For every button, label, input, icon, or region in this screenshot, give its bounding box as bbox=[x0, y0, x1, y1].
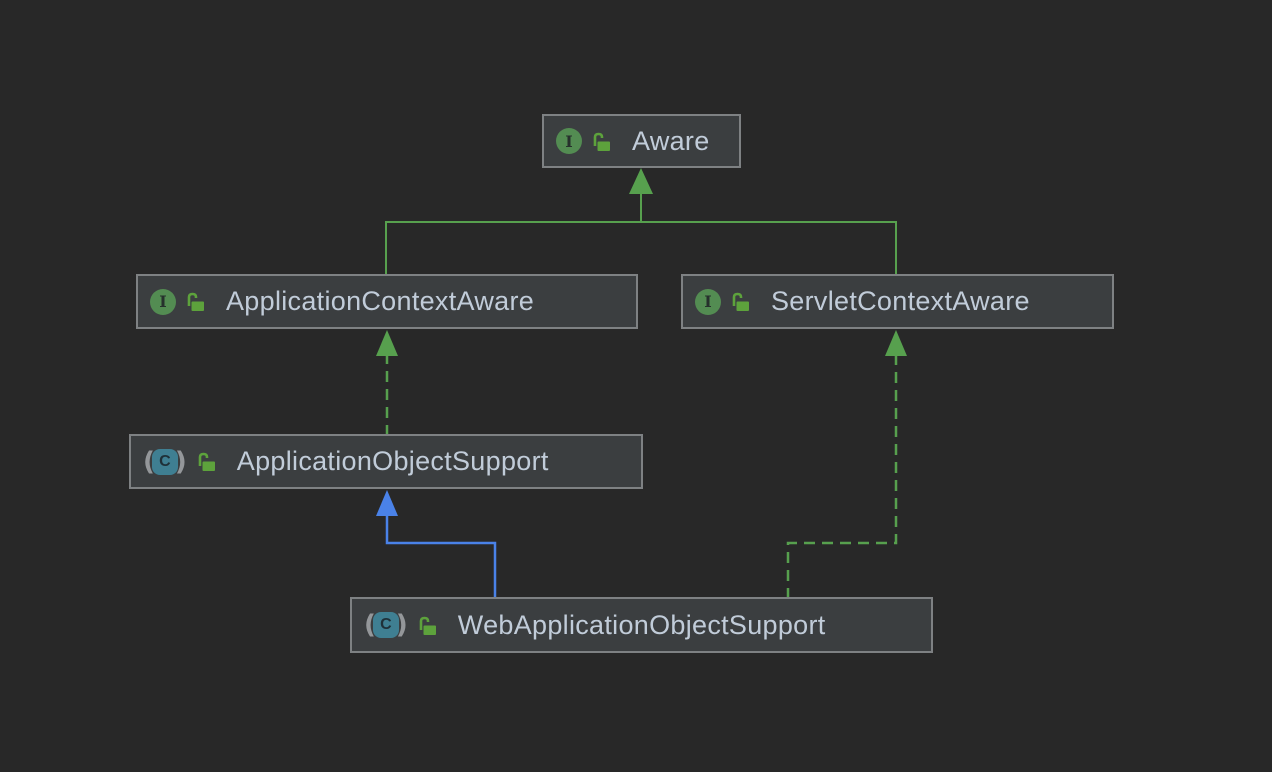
abstract-class-icon: ( C ) bbox=[364, 612, 408, 638]
public-unlock-icon bbox=[591, 131, 612, 152]
edge-extends-application-object-support bbox=[376, 490, 497, 599]
edge-implements-servlet-context-aware bbox=[786, 330, 907, 599]
interface-icon-letter: I bbox=[150, 288, 176, 315]
interface-icon: I bbox=[556, 128, 582, 154]
arrowhead-implements-aca bbox=[376, 330, 398, 356]
arrowhead-extends-aos bbox=[376, 490, 398, 516]
interface-icon: I bbox=[695, 288, 721, 315]
public-unlock-icon bbox=[417, 615, 438, 636]
node-label: ApplicationContextAware bbox=[226, 286, 535, 316]
edge-extends-to-aware bbox=[385, 168, 897, 276]
node-label: ApplicationObjectSupport bbox=[236, 446, 549, 476]
arrowhead-extends-aware bbox=[629, 168, 653, 194]
node-label: WebApplicationObjectSupport bbox=[457, 609, 826, 640]
public-unlock-icon bbox=[185, 291, 206, 312]
abstract-paren-close: ) bbox=[395, 610, 408, 640]
node-web-application-object-support[interactable]: ( C ) WebApplicationObjectSupport bbox=[350, 597, 933, 653]
node-servlet-context-aware[interactable]: I ServletContextAware bbox=[681, 274, 1114, 329]
edge-implements-application-context-aware bbox=[376, 330, 398, 436]
node-label: Aware bbox=[632, 125, 710, 156]
interface-icon: I bbox=[150, 288, 176, 315]
node-application-context-aware[interactable]: I ApplicationContextAware bbox=[136, 274, 638, 329]
interface-icon-letter: I bbox=[556, 128, 582, 154]
node-aware[interactable]: I Aware bbox=[542, 114, 741, 168]
arrowhead-implements-sca bbox=[885, 330, 907, 356]
class-icon-letter: C bbox=[151, 448, 178, 475]
abstract-paren-open: ( bbox=[364, 610, 376, 640]
public-unlock-icon bbox=[196, 451, 217, 472]
abstract-paren-open: ( bbox=[143, 446, 155, 477]
abstract-paren-close: ) bbox=[174, 446, 187, 477]
public-unlock-icon bbox=[730, 291, 751, 312]
node-label: ServletContextAware bbox=[771, 286, 1030, 316]
node-application-object-support[interactable]: ( C ) ApplicationObjectSupport bbox=[129, 434, 643, 489]
interface-icon-letter: I bbox=[695, 288, 721, 315]
class-icon-letter: C bbox=[372, 612, 399, 638]
abstract-class-icon: ( C ) bbox=[143, 446, 187, 477]
